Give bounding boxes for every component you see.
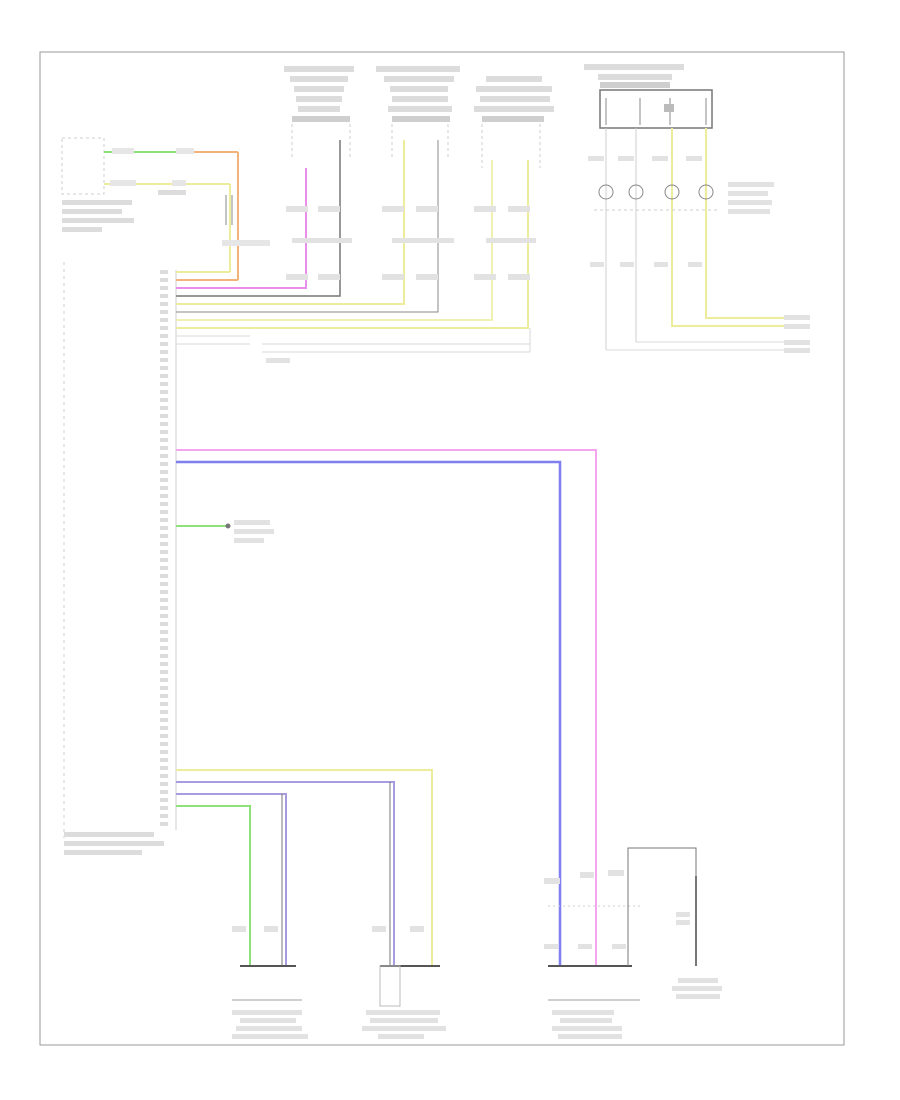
connector-pin-mark	[160, 614, 168, 618]
lower-wire-harness	[176, 769, 433, 966]
connector-pin-mark	[160, 766, 168, 770]
module-connector	[63, 262, 177, 855]
connector-pin-mark	[160, 598, 168, 602]
connector-pin-mark	[160, 774, 168, 778]
connector-pin-mark	[160, 486, 168, 490]
connector-pin-mark	[160, 374, 168, 378]
connector-pin-mark	[160, 286, 168, 290]
connector-pin-mark	[160, 702, 168, 706]
connector-pin-mark	[160, 470, 168, 474]
seat-belt-switch-group	[266, 66, 554, 363]
connector-pin-mark	[160, 446, 168, 450]
connector-pin-mark	[160, 462, 168, 466]
connector-pin-mark	[160, 454, 168, 458]
connector-pin-mark	[160, 566, 168, 570]
connector-pin-mark	[160, 518, 168, 522]
connector-pin-mark	[160, 510, 168, 514]
connector-pin-mark	[160, 622, 168, 626]
connector-pin-mark	[160, 358, 168, 362]
connector-pin-mark	[160, 630, 168, 634]
connector-pin-mark	[160, 294, 168, 298]
connector-pin-mark	[160, 734, 168, 738]
connector-pin-mark	[160, 342, 168, 346]
connector-pin-mark	[160, 574, 168, 578]
connector-pin-mark	[160, 718, 168, 722]
connector-pin-mark	[160, 822, 168, 826]
bottom-components	[232, 847, 722, 1039]
connector-pin-mark	[160, 318, 168, 322]
connector-pin-mark	[160, 726, 168, 730]
connector-pin-mark	[160, 326, 168, 330]
connector-pin-mark	[160, 438, 168, 442]
connector-pin-mark	[160, 606, 168, 610]
connector-pin-mark	[160, 678, 168, 682]
long-wire-runs	[176, 449, 597, 966]
connector-pin-mark	[160, 478, 168, 482]
connector-pin-mark	[160, 662, 168, 666]
connector-pin-mark	[160, 558, 168, 562]
diagram-frame	[39, 51, 845, 1046]
connector-pin-mark	[160, 694, 168, 698]
connector-pin-mark	[160, 582, 168, 586]
connector-pin-mark	[160, 750, 168, 754]
connector-pin-mark	[160, 710, 168, 714]
connector-pin-mark	[160, 350, 168, 354]
connector-pin-mark	[160, 758, 168, 762]
connector-pin-mark	[160, 686, 168, 690]
connector-pin-mark	[160, 414, 168, 418]
connector-pin-mark	[160, 798, 168, 802]
connector-pin-mark	[160, 494, 168, 498]
connector-pin-mark	[160, 590, 168, 594]
connector-pin-mark	[160, 302, 168, 306]
connector-pin-mark	[160, 390, 168, 394]
connector-pin-mark	[160, 782, 168, 786]
connector-pin-mark	[160, 310, 168, 314]
connector-pin-mark	[160, 814, 168, 818]
connector-pin-mark	[160, 646, 168, 650]
connector-pin-mark	[160, 550, 168, 554]
connector-pin-mark	[160, 366, 168, 370]
connector-pin-mark	[160, 670, 168, 674]
connector-pin-mark	[160, 430, 168, 434]
sensor-connector-top-right	[584, 64, 810, 353]
connector-pin-mark	[160, 382, 168, 386]
connector-pin-mark	[160, 406, 168, 410]
connector-pin-mark	[160, 742, 168, 746]
connector-pin-mark	[160, 806, 168, 810]
connector-pin-mark	[160, 790, 168, 794]
connector-pin-mark	[160, 502, 168, 506]
electrical-center-component	[61, 137, 270, 280]
connector-pin-mark	[160, 278, 168, 282]
connector-pin-mark	[160, 534, 168, 538]
connector-pin-mark	[160, 334, 168, 338]
connector-pin-mark	[160, 398, 168, 402]
connector-pin-mark	[160, 654, 168, 658]
connector-pin-mark	[160, 270, 168, 274]
connector-pin-mark	[160, 526, 168, 530]
connector-pin-mark	[160, 638, 168, 642]
connector-pin-mark	[160, 422, 168, 426]
connector-pin-mark	[160, 542, 168, 546]
